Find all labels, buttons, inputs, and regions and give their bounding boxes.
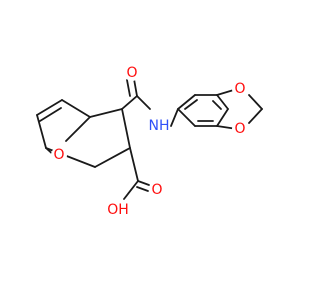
bond <box>123 180 139 200</box>
bond <box>36 114 47 149</box>
bond <box>126 79 131 97</box>
bond <box>121 95 138 110</box>
bond <box>216 108 229 127</box>
bond <box>248 108 263 124</box>
bond <box>121 108 131 149</box>
bond <box>216 94 229 110</box>
bond <box>136 186 149 192</box>
bond <box>212 100 222 110</box>
bond <box>65 116 91 142</box>
chemical-structure-diagram: O O NH O OH O O <box>36 65 263 219</box>
atom-label-o: O <box>53 147 64 163</box>
ring-oxygen-top-label: O <box>232 81 248 97</box>
bond <box>89 108 123 118</box>
bridge-oxygen-label: O <box>51 147 67 163</box>
bond <box>129 147 139 182</box>
amide-oxygen-label: O <box>124 65 140 81</box>
atom-label-nh: NH <box>149 118 170 134</box>
bond <box>61 99 91 118</box>
bond <box>94 147 131 168</box>
bond-lines <box>36 78 263 200</box>
atom-label-oh: OH <box>107 202 129 218</box>
bond <box>177 94 196 110</box>
atom-label-o: O <box>234 81 245 97</box>
bond <box>39 107 62 122</box>
bond <box>170 108 179 127</box>
amide-nitrogen-label: NH <box>148 117 170 135</box>
bond <box>184 99 198 110</box>
bond <box>36 99 63 116</box>
bond <box>248 94 263 110</box>
atom-label-o: O <box>126 65 137 81</box>
acid-carbonyl-oxygen-label: O <box>149 182 165 198</box>
ring-oxygen-bottom-label: O <box>232 121 248 137</box>
acid-hydroxyl-label: OH <box>107 201 130 219</box>
bond <box>136 95 151 110</box>
atom-label-o: O <box>234 121 245 137</box>
bond <box>137 180 150 186</box>
bond <box>133 78 138 97</box>
bond <box>177 108 196 127</box>
atom-label-o: O <box>151 182 162 198</box>
atom-labels: O O NH O OH O O <box>51 65 248 219</box>
